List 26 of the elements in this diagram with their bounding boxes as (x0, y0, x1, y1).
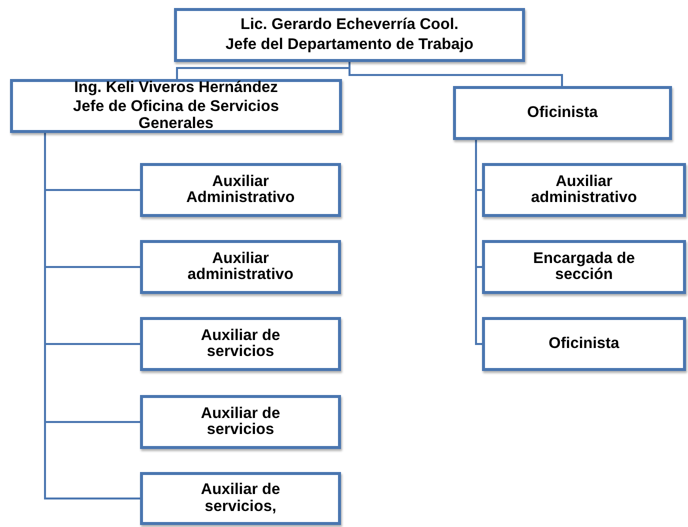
job-title: Auxiliar de servicios (200, 406, 282, 438)
connector-line (348, 62, 563, 86)
org-chart-box (453, 86, 672, 140)
org-chart-box (482, 240, 686, 294)
job-title: Auxiliar Administrativo (185, 174, 296, 206)
job-title: Auxiliar de servicios (200, 328, 282, 360)
person-name: Ing. Keli Viveros Hernández (74, 80, 278, 96)
org-chart-box (140, 240, 341, 294)
job-title: Jefe de Oficina de Servicios Generales (72, 99, 280, 132)
org-chart-box (140, 317, 341, 371)
job-title: Jefe del Departamento de Trabajo (225, 36, 474, 53)
org-chart-box (10, 79, 342, 133)
connector-line (475, 140, 482, 345)
org-chart-box (482, 163, 686, 217)
org-chart-box (140, 163, 341, 217)
job-title: Auxiliar administrativo (186, 250, 294, 284)
job-title: Encargada de sección (532, 250, 636, 284)
job-title: Oficinista (527, 104, 598, 122)
job-title: Auxiliar administrativo (530, 174, 638, 206)
person-name: Lic. Gerardo Echeverría Cool. (240, 17, 458, 34)
job-title: Auxiliar de servicios, (200, 482, 282, 515)
org-chart-box (174, 8, 525, 62)
org-chart-box (140, 472, 341, 525)
org-chart-box (482, 317, 686, 371)
org-chart-box (140, 395, 341, 449)
job-title: Oficinista (548, 336, 620, 352)
